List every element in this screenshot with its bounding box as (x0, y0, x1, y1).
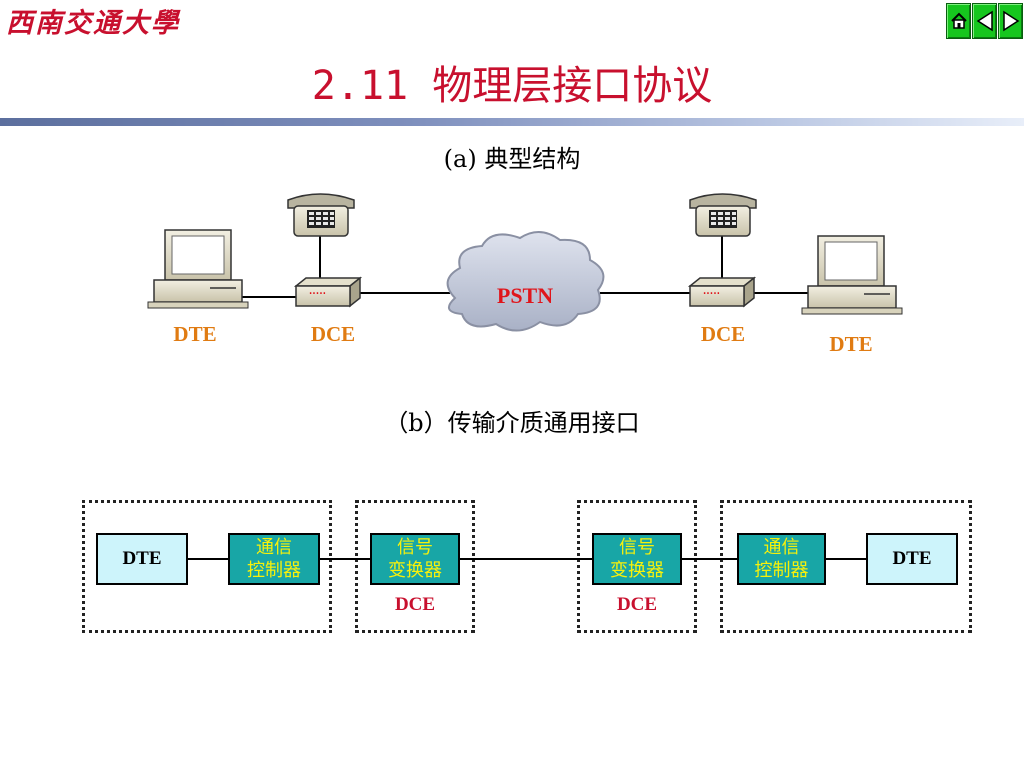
pstn-label: PSTN (496, 283, 554, 308)
dce-label-left: DCE (310, 322, 356, 346)
triangle-left-icon (976, 10, 993, 32)
link-line (188, 558, 228, 560)
previous-button[interactable] (972, 3, 997, 39)
link-line (826, 558, 866, 560)
dte-box-right: DTE (866, 533, 958, 585)
telephone-icon (689, 193, 757, 237)
caption-a: (a) 典型结构 (443, 145, 581, 173)
dte-box-left: DTE (96, 533, 188, 585)
box-line: 变换器 (388, 560, 442, 581)
university-logo: 西南交通大學 (6, 8, 180, 39)
dce-group-right (577, 500, 697, 633)
link-line (460, 558, 592, 560)
dte-label-right: DTE (829, 332, 873, 356)
box-line: 通信 (763, 537, 800, 558)
dce-label-right: DCE (700, 322, 746, 346)
dce-group-left (355, 500, 475, 633)
dce-group-label-left: DCE (394, 594, 436, 615)
modem-icon (687, 276, 757, 308)
dce-group-label-right: DCE (616, 594, 658, 615)
triangle-right-icon (1002, 10, 1019, 32)
dte-group-left (82, 500, 332, 633)
computer-icon (801, 235, 903, 315)
communication-controller-box-left: 通信 控制器 (228, 533, 320, 585)
box-line: 信号 (619, 537, 655, 558)
box-line: 控制器 (247, 560, 301, 581)
link-line (320, 558, 370, 560)
title-underline-bar (0, 118, 1024, 126)
caption-b: （b）传输介质通用接口 (384, 409, 640, 437)
dte-box-label: DTE (122, 548, 162, 569)
box-line: 控制器 (754, 560, 809, 581)
signal-converter-box-left: 信号 变换器 (370, 533, 460, 585)
modem-lights-left: ····· (308, 286, 326, 302)
typical-structure-diagram (147, 193, 903, 332)
dte-label-left: DTE (173, 322, 217, 346)
modem-icon (293, 276, 363, 308)
next-button[interactable] (998, 3, 1023, 39)
box-line: 变换器 (610, 560, 664, 581)
pstn-cloud-icon (446, 231, 605, 332)
signal-converter-box-right: 信号 变换器 (592, 533, 682, 585)
home-icon (950, 12, 967, 29)
box-line: 信号 (397, 537, 433, 558)
dte-group-right (720, 500, 972, 633)
dte-box-label: DTE (892, 548, 932, 569)
communication-controller-box-right: 通信 控制器 (737, 533, 826, 585)
modem-lights-right: ····· (702, 286, 720, 302)
computer-icon (147, 229, 249, 309)
slide-navigation (946, 3, 1024, 39)
home-button[interactable] (946, 3, 971, 39)
link-line (682, 558, 737, 560)
slide-title: 2.11 物理层接口协议 (311, 63, 713, 109)
box-line: 通信 (256, 537, 292, 558)
telephone-icon (287, 193, 355, 237)
